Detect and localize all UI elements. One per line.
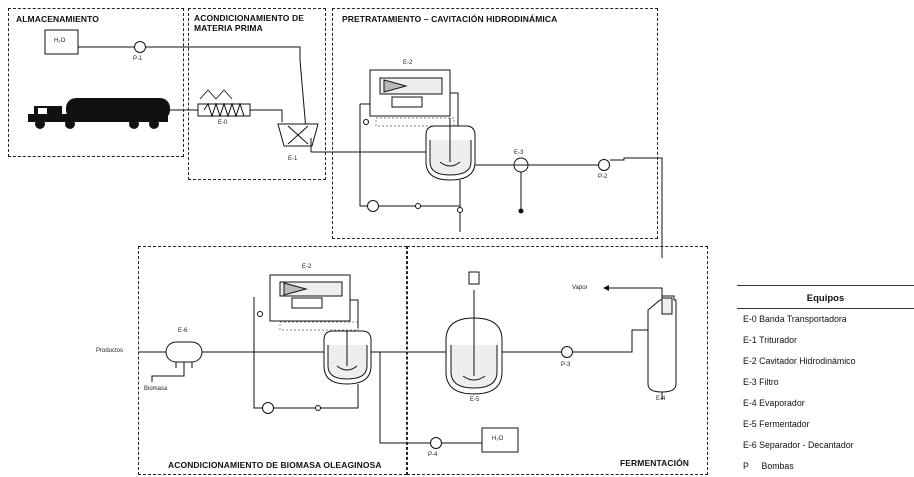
legend-text: Filtro bbox=[759, 377, 779, 387]
section-title-almacenamiento: ALMACENAMIENTO bbox=[16, 14, 99, 24]
equipment-legend: Equipos E-0 Banda Transportadora E-1 Tri… bbox=[737, 285, 914, 477]
pump-p2-icon bbox=[598, 159, 610, 171]
tag-h2o-top: H₂O bbox=[54, 38, 66, 44]
truck-icon bbox=[28, 98, 170, 129]
pump-recirc-top-icon bbox=[367, 200, 379, 212]
tag-productos: Productos bbox=[96, 348, 124, 354]
cavitator-e2-top-icon bbox=[369, 69, 451, 117]
legend-text: Separador - Decantador bbox=[759, 440, 854, 450]
legend-code: E-1 bbox=[743, 335, 757, 345]
legend-item: E-3 Filtro bbox=[737, 372, 914, 393]
tag-p1: P-1 bbox=[133, 56, 143, 62]
tag-e6: E-6 bbox=[178, 328, 188, 334]
legend-text: Triturador bbox=[759, 335, 797, 345]
legend-item: E-6 Separador - Decantador bbox=[737, 435, 914, 456]
legend-text: Bombas bbox=[761, 461, 794, 471]
tag-vapor: Vapor bbox=[572, 285, 588, 291]
tag-e4: E-4 bbox=[656, 396, 666, 402]
section-title-acondicionamiento-biomasa: ACONDICIONAMIENTO DE BIOMASA OLEAGINOSA bbox=[168, 460, 382, 470]
section-acondicionamiento-biomasa bbox=[138, 246, 407, 475]
fermentor-e5-icon bbox=[445, 271, 503, 395]
h2o-tank-top bbox=[44, 29, 79, 55]
tag-e1: E-1 bbox=[288, 156, 298, 162]
crusher-e1-icon bbox=[277, 123, 319, 147]
section-acondicionamiento-materia bbox=[188, 8, 326, 180]
tag-e5: E-5 bbox=[470, 397, 480, 403]
h2o-tank-bottom bbox=[481, 427, 519, 453]
pump-recirc-bottom-icon bbox=[262, 402, 274, 414]
legend-title: Equipos bbox=[737, 285, 914, 309]
legend-item: E-1 Triturador bbox=[737, 330, 914, 351]
tag-h2o-bottom: H₂O bbox=[492, 436, 504, 442]
section-almacenamiento bbox=[8, 8, 184, 157]
tag-p4: P-4 bbox=[428, 452, 438, 458]
legend-item: E-0 Banda Transportadora bbox=[737, 309, 914, 330]
pump-p3-icon bbox=[561, 346, 573, 358]
reactor-bottom-icon bbox=[323, 330, 372, 385]
tag-p3: P-3 bbox=[561, 362, 571, 368]
legend-code: E-3 bbox=[743, 377, 757, 387]
tag-e0: E-0 bbox=[218, 120, 228, 126]
tag-e2-bottom: E-2 bbox=[302, 264, 312, 270]
section-title-acondicionamiento-materia: ACONDICIONAMIENTO DE MATERIA PRIMA bbox=[194, 13, 304, 33]
tag-e2-top: E-2 bbox=[403, 60, 413, 66]
pump-p1-icon bbox=[134, 41, 146, 53]
section-pretratamiento bbox=[332, 8, 658, 239]
legend-text: Cavitador Hidrodinámico bbox=[759, 356, 856, 366]
legend-item: E-5 Fermentador bbox=[737, 414, 914, 435]
legend-code: P bbox=[743, 461, 749, 471]
legend-text: Evaporador bbox=[759, 398, 805, 408]
legend-code: E-6 bbox=[743, 440, 757, 450]
section-fermentacion bbox=[407, 246, 708, 475]
section-title-pretratamiento: PRETRATAMIENTO – CAVITACIÓN HIDRODINÁMIC… bbox=[342, 14, 558, 24]
evaporator-e4-icon bbox=[647, 295, 677, 393]
legend-code: E-4 bbox=[743, 398, 757, 408]
legend-text: Banda Transportadora bbox=[759, 314, 847, 324]
legend-item: E-2 Cavitador Hidrodinámico bbox=[737, 351, 914, 372]
section-title-fermentacion: FERMENTACIÓN bbox=[620, 458, 690, 468]
cavitator-e2-bottom-icon bbox=[269, 274, 351, 322]
pump-p4-icon bbox=[430, 437, 442, 449]
legend-code: E-0 bbox=[743, 314, 757, 324]
tag-p2: P-2 bbox=[598, 174, 608, 180]
legend-item: P Bombas bbox=[737, 456, 914, 477]
tag-e3: E-3 bbox=[514, 150, 524, 156]
legend-item: E-4 Evaporador bbox=[737, 393, 914, 414]
reactor-top-icon bbox=[425, 125, 476, 181]
legend-text: Fermentador bbox=[759, 419, 810, 429]
legend-code: E-2 bbox=[743, 356, 757, 366]
legend-code: E-5 bbox=[743, 419, 757, 429]
tag-biomasa: Biomasa bbox=[144, 386, 168, 392]
